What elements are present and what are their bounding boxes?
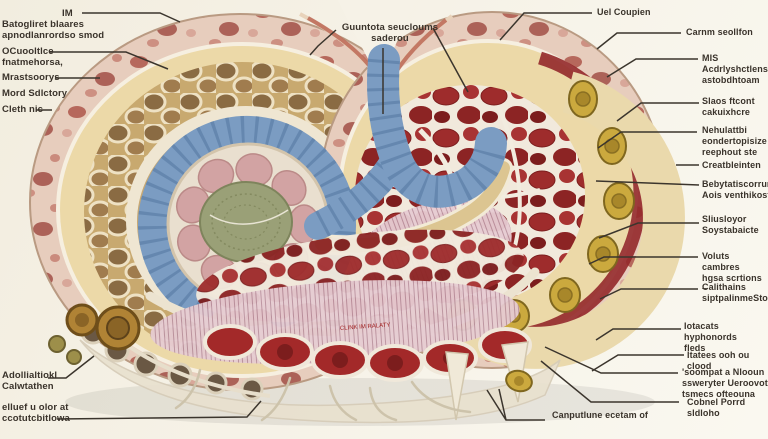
label-mrastsoorys: Mrastsoorys xyxy=(2,72,60,83)
label-cleth: Cleth nic xyxy=(2,104,44,115)
label-mis: MIS Acdrlyshctlens astobdhtoam xyxy=(702,53,768,85)
label-itatees: Itatees ooh ou clood xyxy=(687,350,750,371)
label-voluts: Voluts cambres hgsa scrtions – xyxy=(702,251,762,294)
label-canputlune: Canputlune ecetam of xyxy=(552,410,649,420)
bottom-red-lobes xyxy=(203,324,532,382)
label-creatbleinten: Creatbleinten xyxy=(702,160,761,170)
label-ocuooltlce: OCuooltlce fnatmehorsa, xyxy=(2,46,63,69)
label-slaos: Slaos ftcont cakuixhcre xyxy=(702,96,755,117)
blue-tube xyxy=(304,44,507,240)
label-elluef: elluef u olor at ccotutcbitlowa xyxy=(2,402,70,425)
label-carnm: Carnm seollfon xyxy=(686,27,753,37)
label-sliusloyor: Sliusloyor Soystabaicte xyxy=(702,214,759,235)
brown-rings xyxy=(48,303,533,393)
label-calithains: Calithains siptpalinmeStoth xyxy=(702,282,768,303)
label-soompat: 'soompat a Nlooun ssweryter Ueroovot tsm… xyxy=(682,367,768,399)
label-adollialtiokl: Adollialtiokl Calwtathen xyxy=(2,370,58,393)
label-nehulattbi: Nehulattbi eondertopisize reephout ste xyxy=(702,125,767,157)
band-micro-text: CLINK IM RALATY xyxy=(340,322,391,332)
label-top-center: Guuntota seucloums saderou xyxy=(341,22,439,45)
label-cobnel: Cobnel Porrd sldloho xyxy=(687,397,746,418)
label-im: IM xyxy=(62,8,73,19)
label-mord: Mord Sdlctory xyxy=(2,88,68,99)
label-iotacats: Iotacats hyphonords fleds xyxy=(684,321,737,353)
leader-lines xyxy=(36,12,700,421)
label-batoglret: Batogliret blaares apnodlanrordso smod xyxy=(2,19,105,42)
label-uel: Uel Coupien xyxy=(597,7,651,17)
label-bebytatiscorrunt: Bebytatiscorrunt Aois venthikost xyxy=(702,179,768,200)
top-cleft xyxy=(338,0,416,80)
